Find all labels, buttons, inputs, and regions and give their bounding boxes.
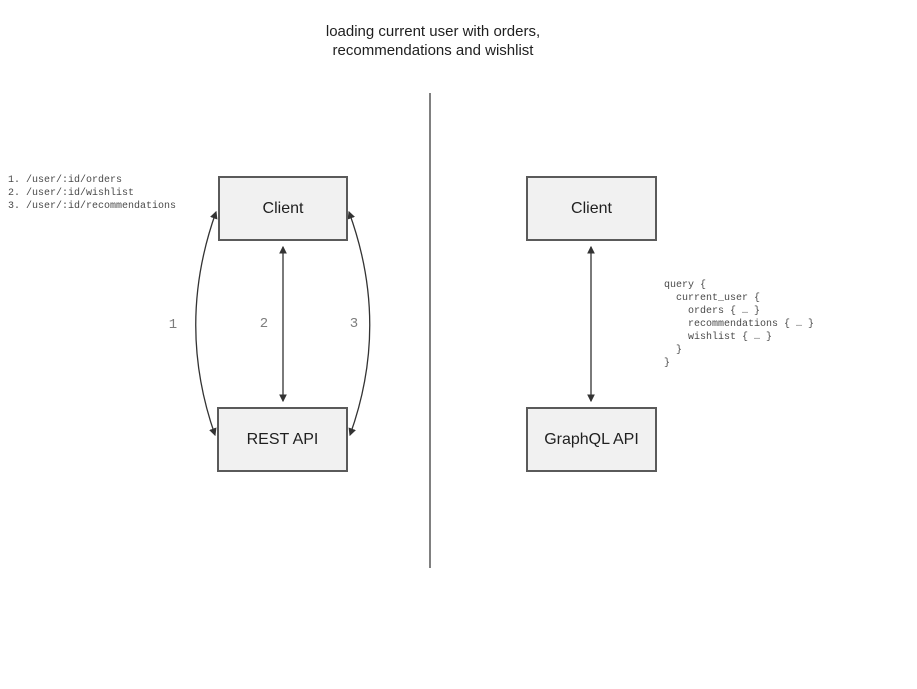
query-line: current_user { bbox=[664, 293, 761, 304]
query-line: } bbox=[664, 345, 683, 356]
rest-arrow-3-curve bbox=[347, 210, 371, 437]
query-line: orders { … } bbox=[664, 306, 761, 317]
graphql-api-node: GraphQL API bbox=[526, 407, 657, 472]
rest-client-label: Client bbox=[262, 199, 304, 217]
rest-api-node: REST API bbox=[217, 407, 348, 472]
query-line: } bbox=[664, 358, 671, 369]
rest-endpoint-wishlist: 2. /user/:id/wishlist bbox=[8, 188, 135, 199]
rest-api-label: REST API bbox=[246, 430, 319, 448]
rest-endpoint-orders: 1. /user/:id/orders bbox=[8, 175, 123, 186]
graphql-api-label: GraphQL API bbox=[544, 430, 639, 448]
rest-client-node: Client bbox=[218, 176, 348, 241]
diagram-title-line1: loading current user with orders, bbox=[325, 23, 541, 40]
query-line: wishlist { … } bbox=[664, 332, 773, 343]
diagram-title: loading current user with orders, recomm… bbox=[233, 22, 633, 60]
arrow-label-1: 1 bbox=[168, 317, 178, 333]
arrow-label-3: 3 bbox=[349, 316, 359, 332]
graphql-client-node: Client bbox=[526, 176, 657, 241]
graphql-client-label: Client bbox=[571, 199, 612, 217]
query-line: query { bbox=[664, 280, 707, 291]
query-line: recommendations { … } bbox=[664, 319, 815, 330]
diagram-title-line2: recommendations and wishlist bbox=[332, 42, 534, 59]
graphql-query-snippet: query { current_user { orders { … } reco… bbox=[664, 279, 814, 370]
arrow-label-2: 2 bbox=[259, 316, 269, 332]
rest-arrow-1-curve bbox=[195, 210, 218, 437]
rest-endpoint-list: 1. /user/:id/orders 2. /user/:id/wishlis… bbox=[8, 174, 176, 213]
rest-endpoint-recommendations: 3. /user/:id/recommendations bbox=[8, 201, 177, 212]
